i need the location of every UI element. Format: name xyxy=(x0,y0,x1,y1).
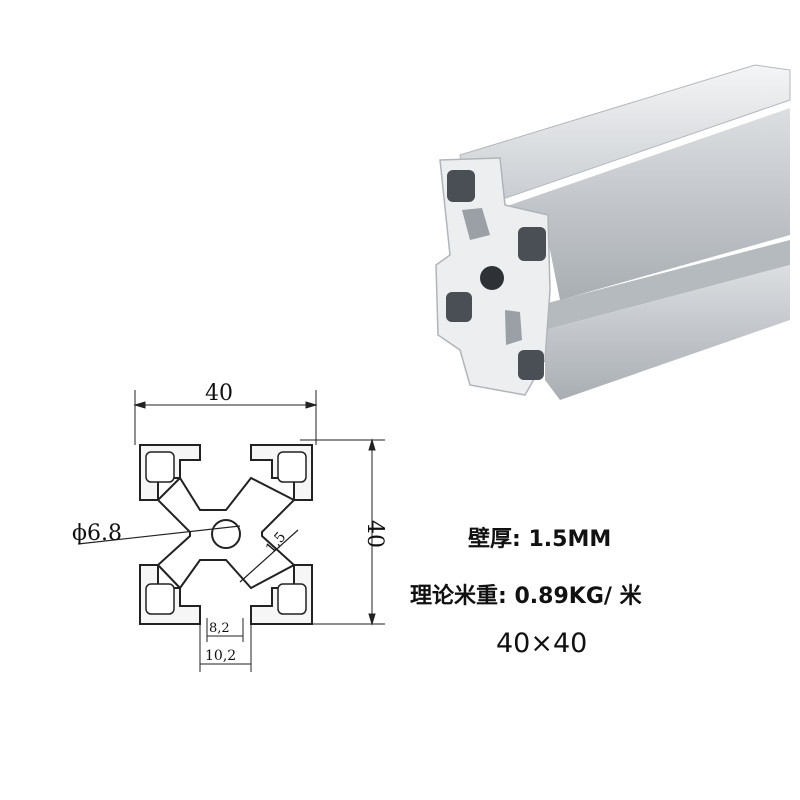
hole-leader-line xyxy=(77,525,241,545)
profile-size: 40×40 xyxy=(496,628,588,659)
height-dim-label: 40 xyxy=(362,520,387,548)
slot-inner-dim-label: 8,2 xyxy=(209,621,230,636)
height-dimension xyxy=(300,438,385,626)
weight-row: 理论米重: 0.89KG/ 米 xyxy=(410,582,642,612)
wall-thickness-value: 1.5MM xyxy=(528,527,612,552)
width-dim-label: 40 xyxy=(205,381,233,406)
slot-dimensions xyxy=(199,618,252,672)
width-dimension xyxy=(133,390,318,445)
wall-thickness-row: 壁厚: 1.5MM xyxy=(468,525,611,555)
profile-cross-section-drawing: 40 40 ϕ6.8 1,5 8,2 10,2 xyxy=(72,381,387,672)
corner-cavities xyxy=(145,451,307,615)
profile-upper-face xyxy=(510,108,790,300)
wall-leader-line xyxy=(239,529,299,583)
profile-lower-face xyxy=(545,265,790,400)
aluminum-profile-render xyxy=(435,64,791,400)
weight-value: 0.89KG/ 米 xyxy=(514,584,642,609)
profile-end-face xyxy=(435,157,551,396)
weight-label: 理论米重: xyxy=(410,584,507,609)
slot-outer-dim-label: 10,2 xyxy=(205,648,236,664)
hole-dim-label: ϕ6.8 xyxy=(72,521,122,546)
wall-thickness-label: 壁厚: xyxy=(468,527,521,552)
center-hole xyxy=(211,519,241,549)
